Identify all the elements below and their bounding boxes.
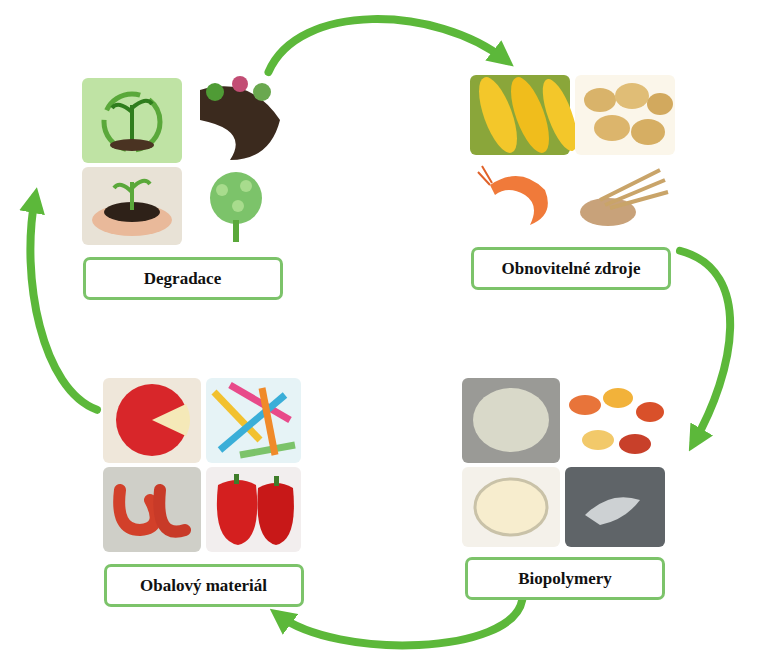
packaging-photos (103, 378, 301, 552)
stage-label: Degradace (83, 257, 283, 300)
cycle-stage: Biopolymery (458, 375, 672, 600)
cycle-arrow (278, 600, 522, 645)
cycle-stage: Degradace (75, 72, 290, 300)
cycle-arrow (680, 251, 730, 443)
stage-label: Obnovitelné zdroje (471, 247, 671, 290)
degradation-photos (82, 75, 286, 245)
cycle-stage: Obalový materiál (97, 375, 310, 607)
cycle-stage: Obnovitelné zdroje (462, 72, 680, 290)
stage-label: Biopolymery (465, 557, 665, 600)
renewable-source-photos (470, 73, 675, 235)
cycle-arrow (30, 197, 97, 409)
biopolymer-photos (462, 378, 665, 547)
stage-label: Obalový materiál (104, 564, 304, 607)
cycle-arrow (269, 19, 506, 72)
